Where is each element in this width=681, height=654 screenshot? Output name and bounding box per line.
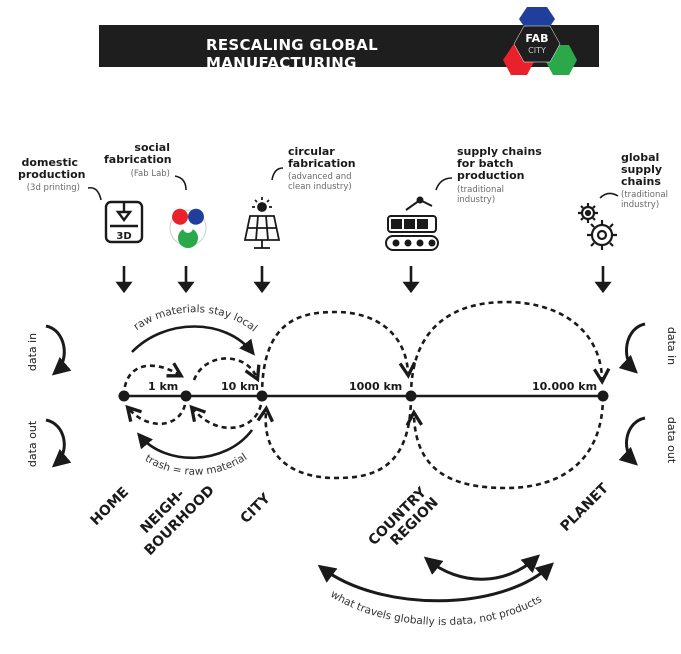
arrow-trash (136, 429, 254, 460)
distance-label-1000km: 1000 km (349, 380, 403, 393)
scale-city: CITY (238, 490, 275, 527)
arrow-global-data-inner (423, 554, 541, 581)
scale-axis (118, 390, 609, 402)
fab-lab-logo-icon (169, 208, 207, 248)
fab-city-logo: FAB CITY (503, 7, 577, 75)
dashed-loops (122, 300, 611, 490)
label-global-data: what travels globally is data, not produ… (328, 588, 544, 628)
label-data-in-left: data in (26, 333, 39, 371)
3d-printer-icon: 3D (104, 200, 144, 244)
side-arrows-right (618, 322, 646, 466)
3d-printer-icon-text: 3D (116, 231, 131, 242)
arrow-raw-materials (131, 325, 255, 356)
gears-icon (578, 203, 617, 250)
distance-label-10000km: 10.000 km (532, 380, 598, 393)
logo-text-fab: FAB (525, 32, 548, 45)
scale-home: HOME (88, 484, 133, 529)
solar-panel-icon (243, 197, 281, 249)
down-arrows (115, 266, 612, 294)
sublabel-domestic-production: (3d printing) (26, 183, 80, 193)
label-raw-materials-local: raw materials stay local (131, 303, 259, 334)
label-leaders (87, 167, 619, 201)
label-data-out-left: data out (26, 420, 39, 467)
label-data-in-right: data in (665, 327, 678, 365)
page-title: RESCALING GLOBAL MANUFACTURING (206, 36, 378, 72)
logo-text-city: CITY (528, 46, 546, 55)
arrow-global-data-outer (317, 562, 554, 603)
sublabel-social-fabrication: (Fab Lab) (130, 169, 170, 179)
scale-planet: PLANET (558, 480, 613, 535)
distance-label-1km: 1 km (148, 380, 179, 393)
label-data-out-right: data out (665, 417, 678, 464)
assembly-line-icon (385, 196, 439, 251)
side-arrows-left (45, 324, 72, 468)
label-trash-raw-material: trash = raw material (143, 451, 249, 478)
distance-label-10km: 10 km (221, 380, 259, 393)
